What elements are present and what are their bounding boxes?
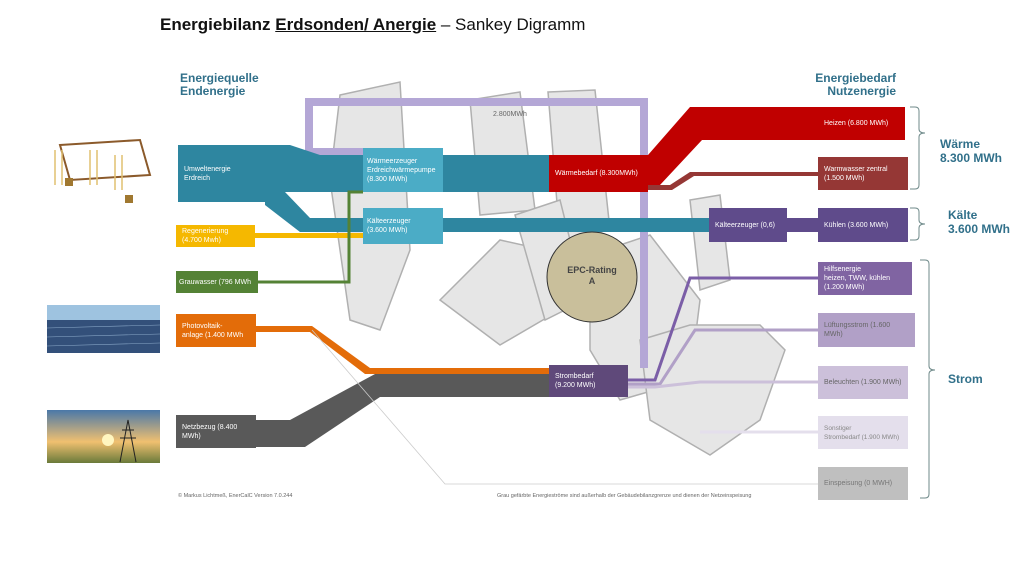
source-netzbezug[interactable]: Netzbezug (8.400 MWh) <box>176 415 256 448</box>
source-grauwasser[interactable]: Grauwasser (796 MWh <box>176 271 258 293</box>
node-kaelteerzeuger-2[interactable]: Kälteerzeuger (0,6) <box>709 208 787 242</box>
footer-copyright: © Markus Lichtmeß, EnerCalC Version 7.0.… <box>178 493 293 499</box>
flow-netz <box>256 374 549 447</box>
group-brackets <box>910 106 936 499</box>
flow-pv <box>256 326 549 374</box>
group-strom: Strom <box>948 372 983 386</box>
page-title: Energiebilanz Erdsonden/ Anergie – Sanke… <box>160 15 586 34</box>
source-photovoltaik[interactable]: Photovoltaik-anlage (1.400 MWh <box>176 314 256 347</box>
sink-heizen[interactable]: Heizen (6.800 MWh) <box>818 107 905 140</box>
flow-heizen <box>648 107 818 185</box>
node-strombedarf[interactable]: Strombedarf(9.200 MWh) <box>549 365 628 397</box>
loop-label: 2.800MWh <box>493 111 527 118</box>
ground-probe-illustration <box>47 130 160 203</box>
sink-beleuchten[interactable]: Beleuchten (1.900 MWh) <box>818 366 908 399</box>
sink-kuehlen[interactable]: Kühlen (3.600 MWh) <box>818 208 908 242</box>
flow-regenerierung <box>255 233 363 238</box>
converter-kaelteerzeuger[interactable]: Kälteerzeuger(3.600 MWh) <box>363 208 443 244</box>
sink-einspeisung[interactable]: Einspeisung (0 MWH) <box>818 467 908 500</box>
flow-umwelt-waerme <box>265 145 363 192</box>
flow-lueftung <box>628 328 818 386</box>
flow-waerme-bedarf <box>443 155 549 192</box>
sink-lueftungsstrom[interactable]: Lüftungsstrom (1.600 MWh) <box>818 313 915 347</box>
flow-hilfsenergie <box>628 276 818 382</box>
flow-beleuchten <box>628 380 818 389</box>
flow-grauwasser <box>258 190 363 284</box>
footer-note: Grau gefärbte Energieströme sind außerha… <box>497 493 752 499</box>
solar-panel-photo <box>46 305 161 353</box>
power-line-photo <box>47 410 160 463</box>
epc-rating-circle <box>546 231 638 323</box>
flow-umwelt-kaelte <box>265 192 363 232</box>
flow-kuehlen <box>787 218 818 232</box>
flow-einspeisung-line <box>311 329 818 485</box>
node-waermebedarf[interactable]: Wärmebedarf (8.300MWh) <box>549 155 648 192</box>
flow-warmwasser <box>648 172 818 190</box>
sink-warmwasser[interactable]: Warmwasser zentral(1.500 MWh) <box>818 157 908 190</box>
flow-kaelte <box>443 218 709 232</box>
source-regenerierung[interactable]: Regenerierung(4.700 Mwh) <box>176 225 255 247</box>
